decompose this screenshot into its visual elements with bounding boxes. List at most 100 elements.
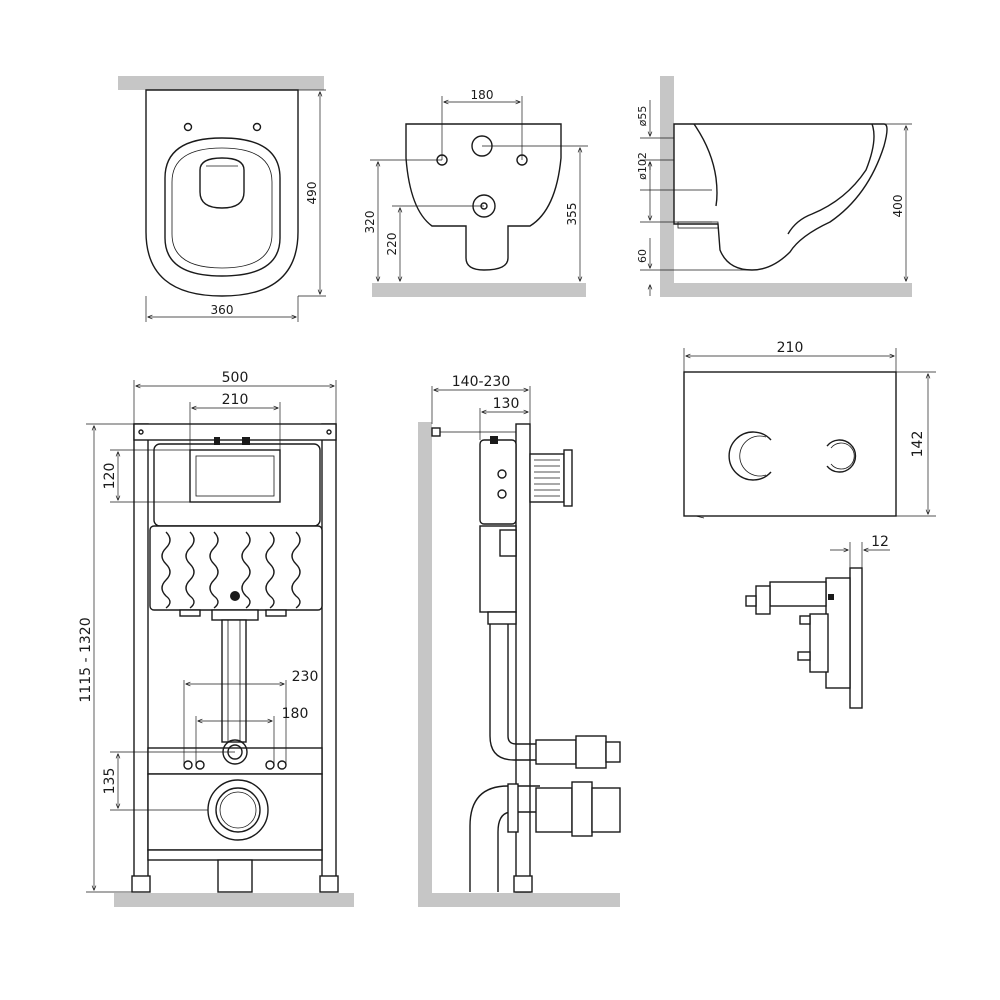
frame-foot-left xyxy=(131,875,151,893)
screw xyxy=(828,594,834,600)
sleeve-flange xyxy=(563,449,573,507)
dim-outlet-dia-label: ø102 xyxy=(636,152,649,180)
floor-hatch xyxy=(114,893,354,907)
dim-depth-range-label: 140-230 xyxy=(452,374,511,390)
drain-flange xyxy=(507,783,519,833)
plate-edge xyxy=(695,515,705,519)
dim-bolt-outer-label: 230 xyxy=(292,669,319,685)
floor-hatch xyxy=(372,283,586,297)
cistern-side-detail xyxy=(499,529,517,557)
service-opening-inner xyxy=(195,455,275,497)
dim-drain-height-label: 135 xyxy=(102,768,118,795)
actuator-tip xyxy=(745,595,757,607)
dim-fix-height-label: 320 xyxy=(363,211,377,234)
drain-socket-inner xyxy=(215,787,261,833)
dim-width-label: 360 xyxy=(211,303,234,317)
large-flush-button-inner xyxy=(739,435,767,477)
cistern-side-base xyxy=(487,611,517,625)
seat-bolt-right xyxy=(252,122,262,132)
bowl-side-view: ø55 ø102 60 400 xyxy=(636,76,912,297)
frame-front-view: 500 210 120 1115 - 1320 230 180 135 xyxy=(78,370,354,907)
cistern-base xyxy=(211,609,259,621)
connector-end xyxy=(605,741,621,763)
small-flush-button-inner xyxy=(830,442,855,470)
connector-flange xyxy=(575,735,607,769)
wall-hatch xyxy=(418,422,432,907)
bowl-front-view: 180 320 220 355 xyxy=(363,88,588,297)
dim-plate-width-label: 210 xyxy=(777,340,804,356)
large-flush-button xyxy=(728,431,772,481)
inner-channel xyxy=(693,123,718,207)
floor-hatch xyxy=(418,893,620,907)
bowl-outline xyxy=(145,89,299,297)
valve-knob xyxy=(497,469,507,479)
frame-bottom-rail xyxy=(147,849,323,861)
frame-foot xyxy=(513,875,533,893)
cistern-ribs xyxy=(161,531,301,609)
drain-socket-ring xyxy=(219,791,257,829)
dim-tank-height-label: 120 xyxy=(102,463,118,490)
wall-hatch xyxy=(660,76,674,297)
cistern-foot xyxy=(179,609,201,617)
bowl-top-view: 360 490 xyxy=(118,76,326,322)
dim-tank-width-label: 210 xyxy=(222,392,249,408)
actuator-bracket xyxy=(809,613,829,673)
bracket-clip xyxy=(797,651,811,661)
cistern-foot xyxy=(265,609,287,617)
seat-inner xyxy=(171,147,273,269)
dim-depth-label: 130 xyxy=(493,396,520,412)
actuator-housing xyxy=(769,581,827,607)
cistern-outlet xyxy=(230,591,240,601)
cistern-side-top xyxy=(479,439,517,525)
outlet-stub xyxy=(677,221,719,229)
dim-inlet-dia-label: ø55 xyxy=(636,106,649,127)
drain-pipe-stub xyxy=(217,859,253,893)
wall-anchor xyxy=(431,427,441,437)
valve xyxy=(214,437,220,445)
service-opening xyxy=(189,449,281,503)
seat-outline xyxy=(164,137,281,277)
dim-height-label: 400 xyxy=(891,195,905,218)
dim-plate-height-label: 142 xyxy=(910,431,926,458)
seat-bolt-left xyxy=(183,122,193,132)
flush-plate-outline xyxy=(683,371,897,517)
drain-frame xyxy=(147,773,323,851)
actuator-rod xyxy=(755,585,771,615)
wall-hatch xyxy=(118,76,324,90)
connector-pipe xyxy=(535,739,577,765)
valve xyxy=(490,436,498,444)
drain-connector-ring xyxy=(571,781,593,837)
dim-thickness-label: 12 xyxy=(871,534,889,550)
dim-frame-height-label: 1115 - 1320 xyxy=(78,617,94,702)
frame-top-rail xyxy=(133,423,337,441)
floor-hatch xyxy=(660,283,912,297)
frame-side-view: 140-230 130 xyxy=(418,374,621,907)
dim-hole-spacing-label: 180 xyxy=(471,88,494,102)
valve-knob xyxy=(497,489,507,499)
frame-hole xyxy=(138,429,144,435)
sleeve-ribs xyxy=(534,459,560,497)
dim-bolt-inner-label: 180 xyxy=(282,706,309,722)
valve xyxy=(242,437,250,445)
bracket-clip xyxy=(799,615,811,625)
flush-plate-side: 12 xyxy=(745,534,890,709)
small-flush-button xyxy=(826,439,857,473)
dim-frame-width-label: 500 xyxy=(222,370,249,386)
dim-floor-gap-label: 60 xyxy=(636,249,649,263)
dim-total-height-label: 355 xyxy=(565,203,579,226)
flush-pipe-side xyxy=(489,624,540,761)
plate-side-profile xyxy=(849,567,863,709)
flush-pipe xyxy=(221,619,247,743)
frame-hole xyxy=(326,429,332,435)
drain-connector-end xyxy=(591,787,621,833)
drain-connector xyxy=(535,787,573,833)
rim-inner xyxy=(787,123,875,235)
dim-depth-label: 490 xyxy=(305,182,319,205)
flush-rim-opening xyxy=(199,157,245,209)
flush-plate-front: 210 142 xyxy=(683,340,936,519)
bowl-front-outline xyxy=(405,123,562,271)
bowl-side-outline xyxy=(673,123,888,271)
frame-foot-right xyxy=(319,875,339,893)
frame-right-post xyxy=(321,423,337,879)
